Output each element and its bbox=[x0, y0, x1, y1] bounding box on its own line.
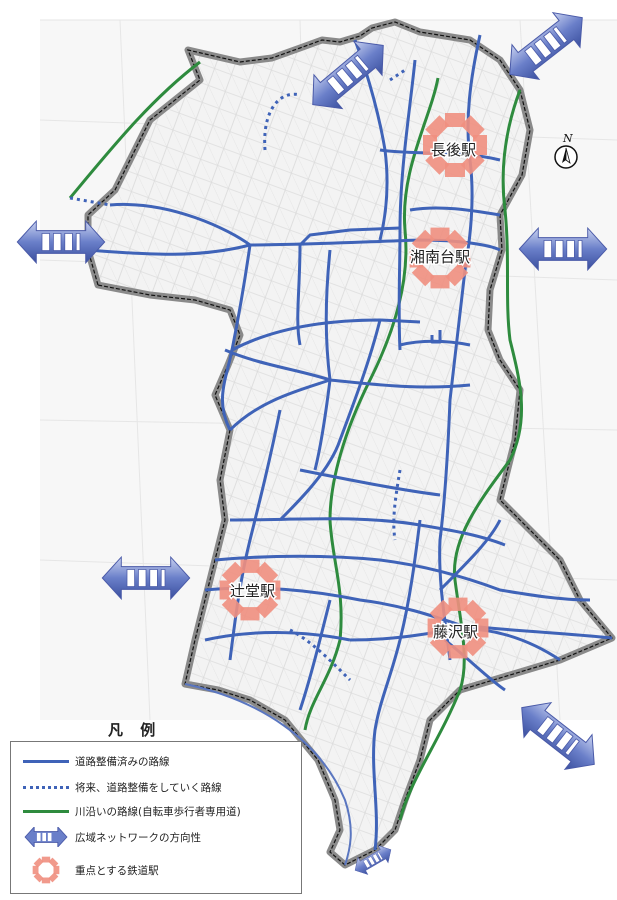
station-label-tsujido: 辻堂駅 bbox=[230, 582, 275, 600]
legend-label: 重点とする鉄道駅 bbox=[75, 864, 159, 877]
river-paths bbox=[68, 60, 524, 821]
dotted-blue-line-icon bbox=[23, 776, 69, 798]
station-label-fujisawa: 藤沢駅 bbox=[433, 623, 478, 641]
legend-item-network-direction: 広域ネットワークの方向性 bbox=[11, 826, 301, 848]
legend-label: 道路整備済みの路線 bbox=[75, 755, 170, 768]
double-arrow-icon bbox=[23, 826, 69, 848]
station-label-shonandai: 湘南台駅 bbox=[410, 248, 470, 266]
legend-label: 川沿いの路線(自転車歩行者専用道) bbox=[75, 805, 241, 818]
station-label-chogo: 長後駅 bbox=[431, 141, 476, 159]
legend-item-river-path: 川沿いの路線(自転車歩行者専用道) bbox=[11, 800, 301, 822]
legend-title: 凡 例 bbox=[108, 721, 162, 739]
north-arrow: N bbox=[554, 132, 578, 169]
legend-label: 将来、道路整備をしていく路線 bbox=[75, 781, 222, 794]
planned-roads bbox=[69, 68, 406, 682]
legend-item-station: 重点とする鉄道駅 bbox=[11, 856, 301, 884]
station-ring-icon bbox=[23, 856, 69, 884]
legend-label: 広域ネットワークの方向性 bbox=[75, 831, 201, 844]
legend: 道路整備済みの路線 将来、道路整備をしていく路線 川沿いの路線(自転車歩行者専用… bbox=[10, 741, 302, 894]
legend-item-planned-road: 将来、道路整備をしていく路線 bbox=[11, 776, 301, 798]
north-label: N bbox=[562, 132, 573, 145]
green-line-icon bbox=[23, 800, 69, 822]
solid-blue-line-icon bbox=[23, 750, 69, 772]
legend-item-completed-road: 道路整備済みの路線 bbox=[11, 750, 301, 772]
coastline bbox=[184, 683, 352, 866]
